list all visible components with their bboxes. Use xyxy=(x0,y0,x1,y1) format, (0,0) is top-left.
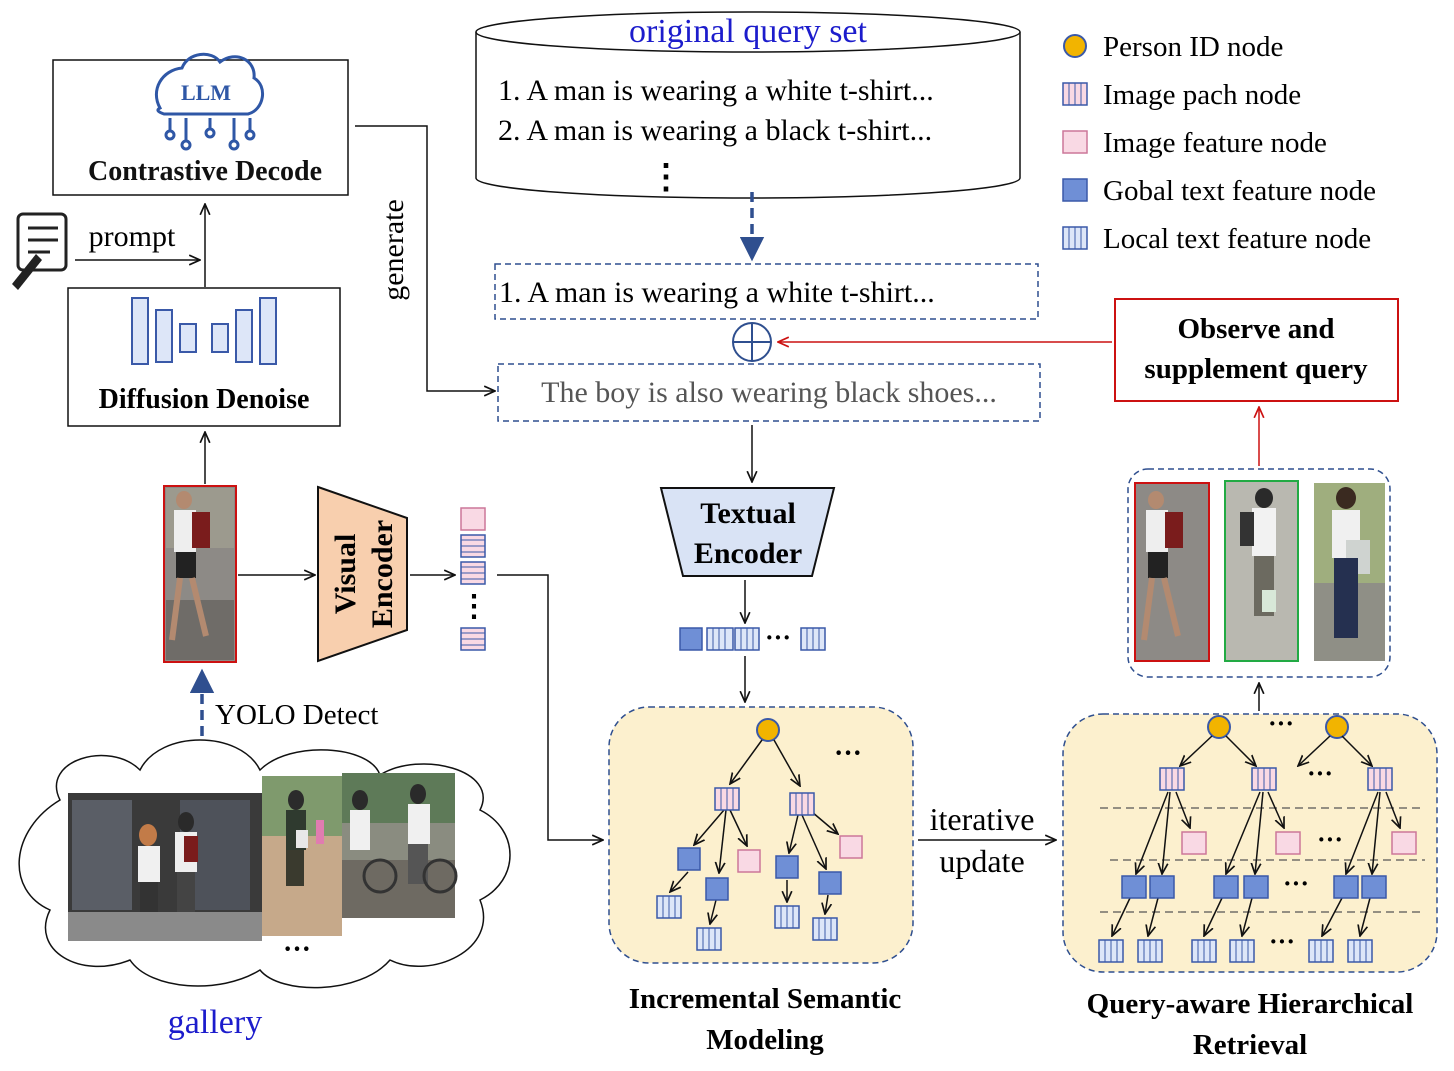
retrieved-image-1 xyxy=(1134,482,1210,662)
llm-logo-text: LLM xyxy=(181,80,231,105)
qhr-nodes xyxy=(1098,767,1417,963)
qhr-caption-line1: Query-aware Hierarchical xyxy=(1087,988,1414,1020)
detected-person-crop xyxy=(163,485,237,663)
ism-panel: ··· xyxy=(608,706,914,964)
ism-caption-line1: Incremental Semantic xyxy=(629,983,902,1015)
observe-line2: supplement query xyxy=(1144,353,1368,385)
visual-encoder-line2: Encoder xyxy=(366,520,399,628)
qhr-ellipsis-row2: ··· xyxy=(1317,825,1343,854)
generate-label: generate xyxy=(377,199,410,301)
selected-query-text: 1. A man is wearing a white t-shirt... xyxy=(499,276,935,309)
retrieved-image-2 xyxy=(1224,480,1299,662)
gallery-cloud: ··· xyxy=(18,739,511,989)
legend-image-feature-label: Image feature node xyxy=(1103,127,1327,159)
gallery-ellipsis: ··· xyxy=(283,934,311,965)
qhr-ellipsis-row3: ··· xyxy=(1283,869,1309,898)
supplement-query-box xyxy=(497,363,1041,422)
supplement-query-text: The boy is also wearing black shoes... xyxy=(541,376,997,409)
contrastive-decode-label: Contrastive Decode xyxy=(88,156,322,187)
textual-encoder-line1: Textual xyxy=(700,497,796,530)
prompt-label: prompt xyxy=(89,220,176,253)
visual-encoder: Visual Encoder xyxy=(317,485,408,663)
gallery-label: gallery xyxy=(168,1004,262,1041)
ism-nodes xyxy=(656,787,863,951)
yolo-label: YOLO Detect xyxy=(215,699,378,731)
qhr-ellipsis-top: ··· xyxy=(1268,709,1294,738)
textual-encoder: Textual Encoder xyxy=(659,487,836,577)
iterative-label-line1: iterative xyxy=(930,801,1035,837)
retrieved-images-panel xyxy=(1127,468,1391,678)
qhr-ellipsis-row4: ··· xyxy=(1269,927,1295,956)
retrieved-image-3 xyxy=(1314,483,1385,661)
legend-global-text-label: Gobal text feature node xyxy=(1103,175,1376,207)
textual-encoder-line2: Encoder xyxy=(694,537,802,570)
diffusion-label: Diffusion Denoise xyxy=(99,384,310,415)
legend: Person ID node Image pach node Image fea… xyxy=(1062,31,1376,255)
legend-global-text-node xyxy=(1062,178,1088,202)
ism-caption-line2: Modeling xyxy=(706,1024,824,1056)
query-set-title: original query set xyxy=(629,13,867,50)
concat-plus-icon xyxy=(732,322,772,362)
image-feature-tokens: ⋮ xyxy=(459,507,489,651)
gallery-image-2 xyxy=(262,776,342,936)
image-tokens-ellipsis: ⋮ xyxy=(459,590,489,623)
legend-person-label: Person ID node xyxy=(1103,31,1283,63)
observe-line1: Observe and xyxy=(1177,313,1334,345)
legend-local-text-label: Local text feature node xyxy=(1103,223,1371,255)
document-pen-icon xyxy=(12,212,68,290)
qhr-ellipsis-row1: ··· xyxy=(1307,759,1333,788)
query-line-2: 2. A man is wearing a black t-shirt... xyxy=(498,114,932,147)
selected-query-box xyxy=(494,263,1039,320)
iterative-label-line2: update xyxy=(939,843,1024,879)
query-line-1: 1. A man is wearing a white t-shirt... xyxy=(498,74,934,107)
gallery-image-1 xyxy=(68,793,262,941)
legend-local-text-node xyxy=(1062,226,1088,250)
llm-block: LLM Contrastive Decode xyxy=(52,52,349,196)
diffusion-block: Diffusion Denoise xyxy=(67,287,341,427)
legend-image-feature-node xyxy=(1062,130,1088,154)
gallery-image-3 xyxy=(342,773,458,918)
qhr-caption-line2: Retrieval xyxy=(1193,1029,1307,1061)
ism-ellipsis: ··· xyxy=(834,738,862,769)
visual-encoder-line1: Visual xyxy=(329,534,362,615)
query-ellipsis: ⋮ xyxy=(649,159,683,196)
tokens-ellipsis: ··· xyxy=(765,623,791,652)
qhr-panel: ··· ··· ··· ··· ··· xyxy=(1062,709,1438,973)
legend-person-node xyxy=(1063,34,1087,58)
legend-image-patch-node xyxy=(1062,82,1088,106)
llm-brain-icon xyxy=(154,52,264,151)
text-feature-tokens: ··· xyxy=(679,623,826,652)
legend-image-patch-label: Image pach node xyxy=(1103,79,1301,111)
observe-supplement-box: Observe and supplement query xyxy=(1114,298,1399,402)
query-set-database: original query set 1. A man is wearing a… xyxy=(475,11,1021,199)
